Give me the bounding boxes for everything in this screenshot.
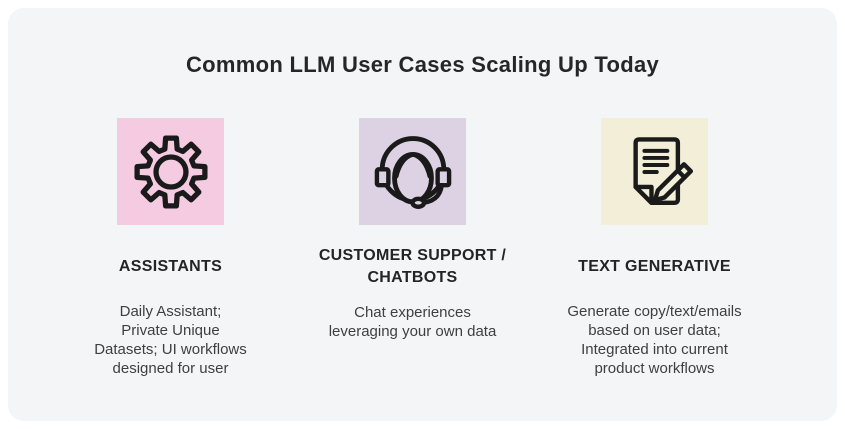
headset-agent-icon: [374, 135, 451, 209]
column-description-customer-support: Chat experiences leveraging your own dat…: [328, 303, 497, 340]
column-heading-assistants: ASSISTANTS: [118, 257, 223, 275]
column-description-assistants: Daily Assistant; Private Unique Datasets…: [94, 303, 247, 377]
column-heading-customer-support: CUSTOMER SUPPORT / CHATBOTS: [318, 247, 507, 287]
text-generative-icon-box: [601, 118, 708, 225]
column-customer-support: CUSTOMER SUPPORT / CHATBOTS Chat experie…: [298, 118, 528, 378]
column-heading-text-generative: TEXT GENERATIVE: [578, 257, 731, 275]
column-text-generative: TEXT GENERATIVE Generate copy/text/email…: [540, 118, 770, 378]
assistants-icon-box: [117, 118, 224, 225]
customer-support-icon-box: [359, 118, 466, 225]
column-assistants: ASSISTANTS Daily Assistant; Private Uniq…: [56, 118, 286, 378]
column-description-text-generative: Generate copy/text/emails based on user …: [567, 303, 742, 377]
infographic-card: Common LLM User Cases Scaling Up Today A…: [8, 8, 837, 421]
page-title: Common LLM User Cases Scaling Up Today: [185, 52, 660, 77]
use-case-columns: ASSISTANTS Daily Assistant; Private Uniq…: [8, 118, 837, 378]
gear-icon: [133, 134, 208, 209]
document-pen-icon: [632, 136, 693, 205]
